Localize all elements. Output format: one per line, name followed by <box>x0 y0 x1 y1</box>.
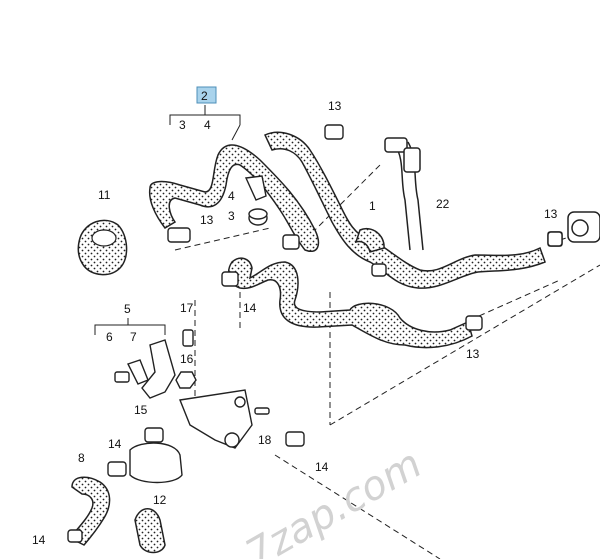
highlight-callout-2 <box>196 86 217 104</box>
callout-11: 11 <box>98 188 111 202</box>
callouts: 2 3 4 13 11 4 3 13 22 1 13 14 5 17 6 7 1… <box>32 89 558 547</box>
callout-6: 6 <box>106 330 113 344</box>
callout-13: 13 <box>328 99 342 113</box>
callout-3: 3 <box>179 118 186 132</box>
leader-lines <box>174 164 600 559</box>
callout-8: 8 <box>78 451 85 465</box>
callout-13: 13 <box>466 347 480 361</box>
callout-1: 1 <box>369 199 376 213</box>
callout-14: 14 <box>315 460 329 474</box>
callout-14: 14 <box>108 437 122 451</box>
part-12 <box>134 508 166 554</box>
valve-assembly <box>114 329 270 484</box>
callout-17: 17 <box>180 301 194 315</box>
hose-8 <box>68 476 111 546</box>
hose-2 <box>148 144 320 252</box>
hose-1 <box>264 131 546 289</box>
callout-18: 18 <box>258 433 272 447</box>
callout-4: 4 <box>204 118 211 132</box>
callout-22: 22 <box>436 197 450 211</box>
callout-12: 12 <box>153 493 167 507</box>
hose-lower <box>228 257 473 349</box>
callout-brackets <box>94 105 241 335</box>
callout-14: 14 <box>243 301 257 315</box>
callout-7: 7 <box>130 330 137 344</box>
callout-3: 3 <box>228 209 235 223</box>
callout-2: 2 <box>201 89 208 103</box>
callout-13: 13 <box>200 213 214 227</box>
clamps <box>67 124 563 543</box>
parts-3-4 <box>244 175 268 226</box>
callout-14: 14 <box>32 533 46 547</box>
pipe-22 <box>384 137 424 251</box>
watermark: 7zap.com <box>238 441 429 559</box>
callout-15: 15 <box>134 403 148 417</box>
callout-4: 4 <box>228 189 235 203</box>
callout-13: 13 <box>544 207 558 221</box>
callout-16: 16 <box>180 352 194 366</box>
callout-5: 5 <box>124 302 131 316</box>
grommet-11 <box>77 219 128 276</box>
